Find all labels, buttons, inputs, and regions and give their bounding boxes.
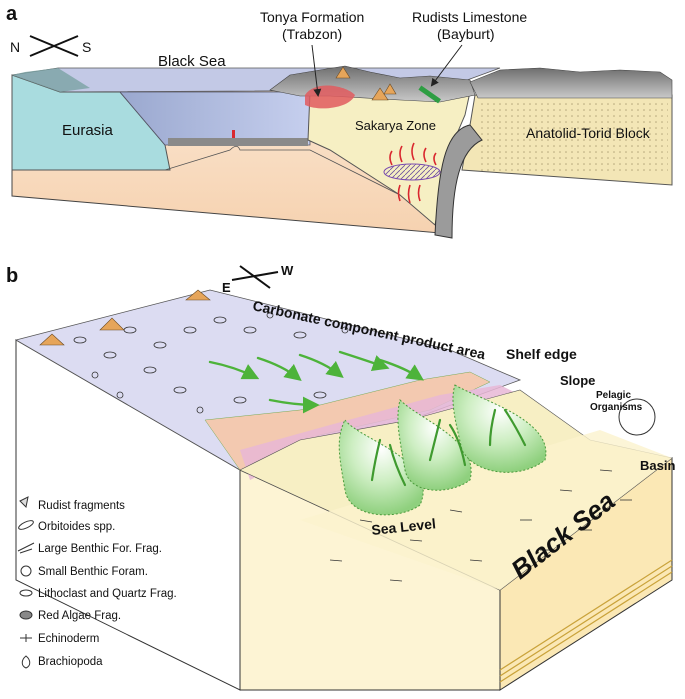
panel-a-letter: a: [6, 3, 18, 25]
fan-channels: [370, 408, 527, 487]
transport-arrows: [208, 350, 424, 414]
sediment-layers: [499, 559, 673, 683]
eurasia-mountains: [12, 68, 90, 92]
compass-a-left: N: [10, 39, 20, 55]
legend-item: Rudist fragments: [19, 496, 125, 512]
legend-label: Rudist fragments: [38, 500, 125, 512]
legend-label: Large Benthic For. Frag.: [38, 543, 162, 555]
basin-surface: [300, 430, 672, 590]
large-benthic-icon: [17, 542, 35, 554]
anatolid-label: Anatolid-Torid Block: [526, 125, 651, 141]
small-benthic-icon: [20, 565, 32, 577]
rift-mark: [232, 130, 235, 138]
shelf-grains: [73, 311, 349, 414]
panel-b: b E W: [6, 263, 675, 691]
pelagic-label-2: Organisms: [590, 402, 643, 413]
black-sea-label: Black Sea: [158, 53, 226, 70]
panel-a: a N S Black Sea Tonya Formation (Trabzon…: [6, 3, 673, 239]
compass-b-left: E: [222, 280, 231, 295]
subducting-slab: [434, 124, 483, 239]
legend-label: Orbitoides spp.: [38, 521, 115, 533]
anatolid-pattern: [478, 100, 668, 172]
legend-label: Echinoderm: [38, 633, 99, 645]
legend-item: Orbitoides spp.: [18, 520, 115, 533]
pelagic-circle: [618, 398, 656, 436]
legend-item: Small Benthic Foram.: [20, 565, 148, 578]
lithoclast-icon: [19, 589, 33, 597]
echinoderm-icon: [20, 634, 32, 642]
orbitoides-icon: [18, 520, 34, 530]
legend-label: Lithoclast and Quartz Frag.: [38, 588, 177, 600]
legend-item: Brachiopoda: [21, 655, 103, 669]
rudist-icon: [19, 496, 29, 509]
slope-label: Slope: [560, 373, 595, 388]
rudists-marker: [418, 85, 441, 104]
legend-label: Red Algae Frag.: [38, 610, 121, 622]
moho-line: [12, 145, 401, 196]
compass-a-right: S: [82, 39, 91, 55]
eurasia-label: Eurasia: [62, 122, 114, 139]
brachiopoda-icon: [21, 655, 31, 669]
seafloor-dashes: [329, 469, 632, 582]
anatolid-mountains: [469, 67, 673, 99]
pelagic-label-1: Pelagic: [596, 390, 631, 401]
legend-label: Small Benthic Foram.: [38, 566, 148, 578]
red-algae-icon: [19, 610, 33, 620]
panel-b-letter: b: [6, 265, 18, 287]
sea-level-label: Sea Level: [371, 515, 437, 538]
rudists-title: Rudists Limestone: [412, 9, 527, 25]
tonya-arrow: [311, 44, 322, 97]
legend-item: Echinoderm: [20, 633, 99, 645]
volcano-icon: [335, 66, 397, 101]
rudists-sub: (Bayburt): [437, 26, 495, 42]
shelf-edge-label: Shelf edge: [506, 346, 577, 362]
tonya-title: Tonya Formation: [260, 9, 364, 25]
rudists-arrow: [430, 44, 463, 87]
legend: Rudist fragments Orbitoides spp. Large B…: [17, 496, 177, 669]
magma-flames: [389, 142, 437, 204]
legend-item: Red Algae Frag.: [19, 610, 121, 622]
sea-water: [119, 91, 311, 146]
sakarya-label: Sakarya Zone: [355, 118, 436, 133]
sakarya-zone-body: [307, 91, 471, 226]
tonya-sub: (Trabzon): [282, 26, 342, 42]
legend-item: Lithoclast and Quartz Frag.: [19, 588, 177, 600]
compass-a: N S: [10, 35, 91, 57]
basin-label: Basin: [640, 458, 675, 473]
legend-label: Brachiopoda: [38, 656, 103, 668]
legend-item: Large Benthic For. Frag.: [17, 542, 162, 555]
magma-chamber: [383, 163, 441, 181]
shelf-volcano-icon: [39, 289, 211, 346]
compass-b-right: W: [281, 263, 294, 278]
oceanic-crust: [168, 138, 308, 146]
compass-b: E W: [222, 263, 294, 295]
